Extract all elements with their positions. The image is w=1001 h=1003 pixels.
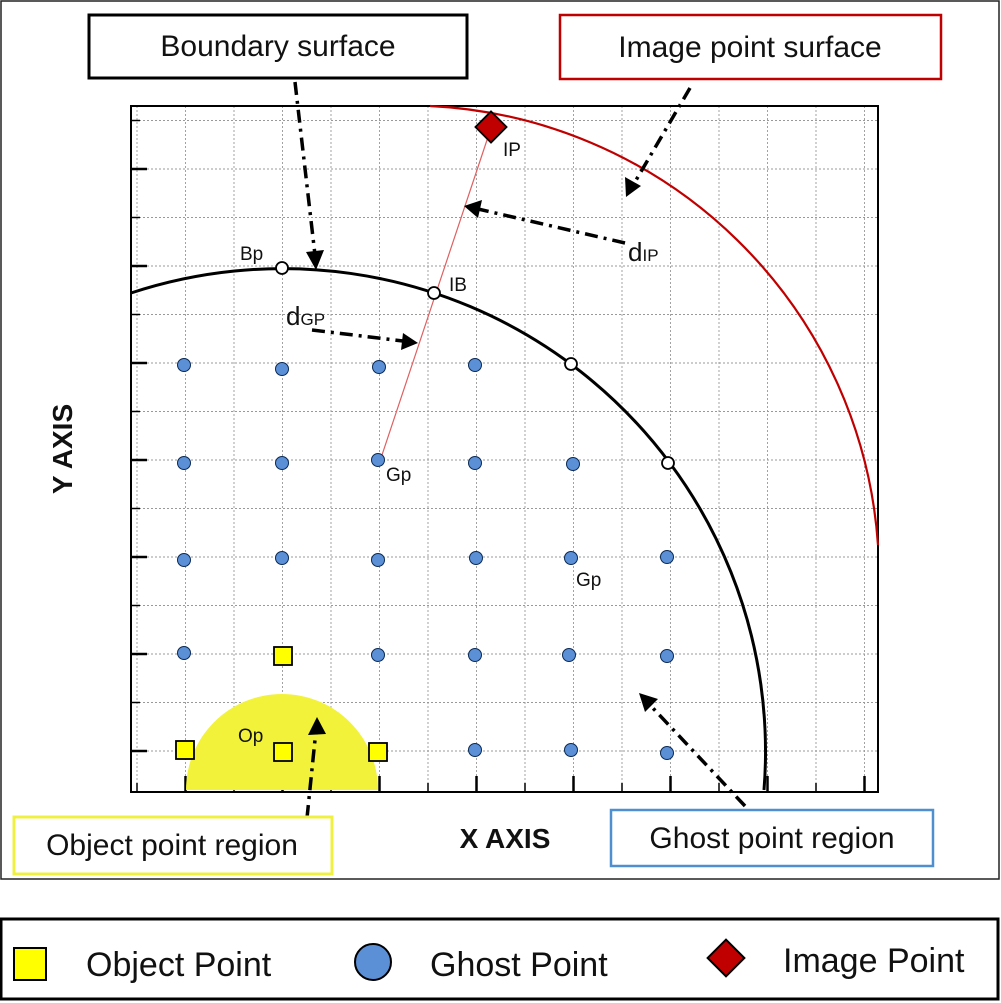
ghost-point xyxy=(177,456,191,470)
grid-lines xyxy=(131,106,878,792)
ghost-point xyxy=(177,553,191,567)
object-point-region-box xyxy=(12,815,334,876)
x-axis-title: X AXIS xyxy=(460,823,551,854)
axis-ticks xyxy=(131,119,866,792)
legend-image-point-swatch xyxy=(706,938,746,978)
ghost-point xyxy=(177,646,191,660)
ghost-point-region-label: Ghost point region xyxy=(649,822,894,855)
d-gp-base: d xyxy=(286,301,300,331)
ghost-point xyxy=(660,550,674,564)
callout-arrows xyxy=(293,81,747,819)
arrow-head xyxy=(306,250,324,270)
object-point-region-fill xyxy=(186,694,378,790)
ghost-point xyxy=(468,358,482,372)
gp-label-secondary: Gp xyxy=(576,570,601,591)
boundary-surface-label: Boundary surface xyxy=(160,30,395,63)
d-ip-label: dIP xyxy=(628,237,659,267)
legend-object-point-label: Object Point xyxy=(86,946,272,984)
object-point-region-label: Object point region xyxy=(46,829,298,862)
arrow-head xyxy=(639,693,658,712)
d-ip-base: d xyxy=(628,237,642,267)
ghost-point xyxy=(371,648,385,662)
boundary-callout-arrow xyxy=(293,81,317,256)
d-gp-subscript: GP xyxy=(300,310,325,329)
bp-marker xyxy=(275,261,289,275)
ghost-point xyxy=(660,649,674,663)
ghost-point xyxy=(275,456,289,470)
d-ip-arrow xyxy=(477,207,626,245)
ghost-point xyxy=(564,551,578,565)
ghost-point xyxy=(275,362,289,376)
ghost-point xyxy=(468,743,482,757)
d-gp-label: dGP xyxy=(286,301,325,331)
legend-object-point-swatch xyxy=(13,947,47,981)
plot-frame xyxy=(130,105,879,793)
ghost-point xyxy=(468,648,482,662)
boundary-marker xyxy=(661,456,675,470)
ip-label: IP xyxy=(503,140,521,161)
object-point xyxy=(273,742,293,762)
ib-marker xyxy=(427,286,441,300)
op-label: Op xyxy=(238,726,263,747)
ghost-point xyxy=(468,456,482,470)
ib-label: IB xyxy=(449,275,467,296)
ghost-point xyxy=(562,648,576,662)
image-point-surface-label: Image point surface xyxy=(618,31,881,64)
ghost-point xyxy=(564,743,578,757)
object-points xyxy=(175,646,388,762)
arrow-head xyxy=(401,333,418,350)
ghost-points xyxy=(177,358,674,760)
arrow-head xyxy=(464,200,482,218)
gp-label-main: Gp xyxy=(386,465,411,486)
ghost-point-region-box xyxy=(609,808,935,868)
boundary-marker xyxy=(564,357,578,371)
legend-image-point-label: Image Point xyxy=(783,942,965,980)
object-point xyxy=(368,742,388,762)
boundary-surface-box xyxy=(87,13,469,80)
bp-label: Bp xyxy=(240,244,263,265)
image-point-surface-box xyxy=(558,13,943,81)
d-ip-subscript: IP xyxy=(642,246,658,265)
arrow-heads xyxy=(306,177,658,735)
ghost-point xyxy=(177,358,191,372)
ghost-point xyxy=(275,551,289,565)
figure-frame xyxy=(0,0,1000,880)
ghost-point xyxy=(660,746,674,760)
boundary-markers xyxy=(275,261,675,470)
ghost-point xyxy=(372,360,386,374)
legend-ghost-point-swatch xyxy=(354,943,392,981)
legend-ghost-point-label: Ghost Point xyxy=(430,946,608,984)
ghost-point xyxy=(371,553,385,567)
image-surface-callout-arrow xyxy=(630,87,692,188)
arrow-head xyxy=(625,177,641,197)
ghost-region-callout-arrow xyxy=(648,703,747,808)
object-point xyxy=(273,646,293,666)
image-point-surface-curve xyxy=(429,104,880,546)
image-point xyxy=(474,110,508,144)
arrow-head xyxy=(308,717,326,735)
ghost-point xyxy=(469,551,483,565)
ghost-point xyxy=(566,457,580,471)
boundary-surface-curve xyxy=(130,267,768,791)
y-axis-title: Y AXIS xyxy=(47,404,78,494)
object-point xyxy=(175,740,195,760)
d-gp-arrow xyxy=(311,328,404,343)
legend-box xyxy=(0,917,1000,1001)
ghost-point xyxy=(371,453,385,467)
